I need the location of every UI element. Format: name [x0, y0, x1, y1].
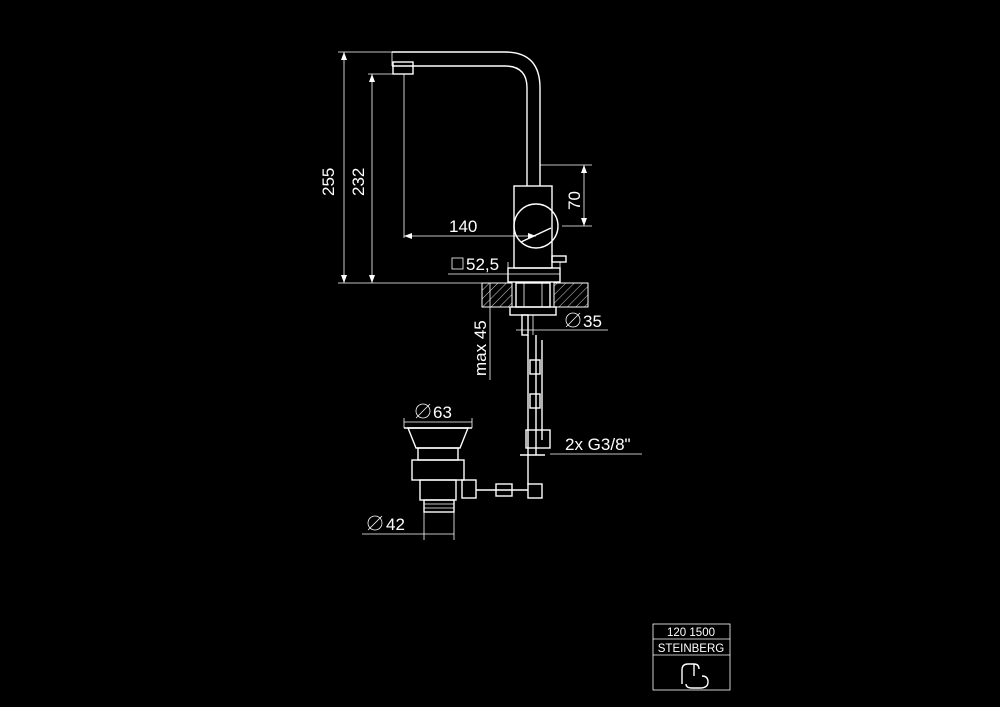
dim-hole: 35: [583, 312, 602, 331]
dim-max-thickness: max 45: [471, 320, 490, 376]
faucet-outline: [391, 51, 567, 283]
pop-up-drain: [404, 427, 543, 513]
dim-drain-top: 63: [433, 403, 452, 422]
faucet-logo-icon: [681, 663, 709, 689]
dim-reach: 140: [449, 217, 477, 236]
supply-hoses: [520, 335, 551, 485]
dimension-lines: [338, 51, 642, 540]
dim-drain-bottom: 42: [386, 515, 405, 534]
dim-connections: 2x G3/8": [565, 435, 631, 454]
countertop-section: [481, 282, 589, 336]
dim-total-height: 255: [319, 168, 338, 196]
title-block-brand: STEINBERG: [658, 643, 725, 655]
title-block: [652, 623, 731, 691]
dim-base: 52,5: [466, 255, 499, 274]
dim-spout-height: 232: [349, 168, 368, 196]
title-block-code: 120 1500: [667, 627, 715, 639]
dim-body-height: 70: [565, 191, 584, 210]
